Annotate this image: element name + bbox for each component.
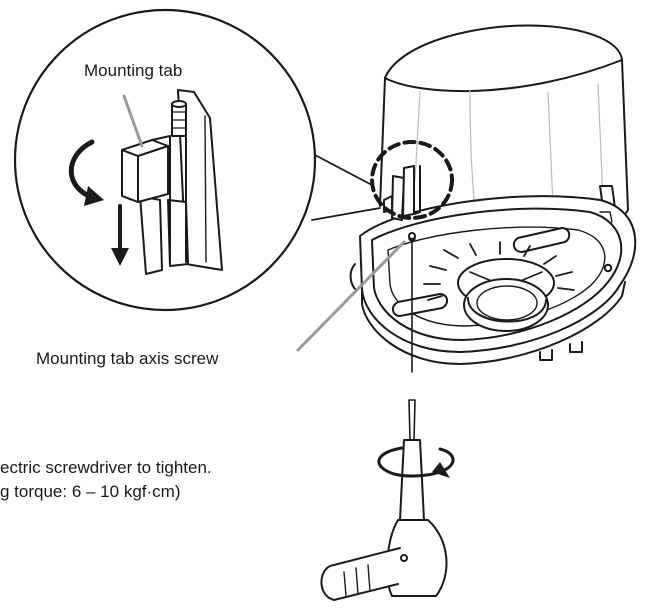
axis-screw-label: Mounting tab axis screw xyxy=(36,349,219,368)
mounting-tab-label: Mounting tab xyxy=(84,61,183,80)
down-arrow-icon xyxy=(111,204,129,266)
rotate-arrow-icon xyxy=(68,139,104,206)
highlight-dashed-circle xyxy=(370,140,454,220)
axis-screw-leader xyxy=(296,240,406,352)
axis-screw xyxy=(408,232,416,240)
torque-text: g torque: 6 – 10 kgf·cm) xyxy=(0,482,181,501)
screwdriver xyxy=(320,239,448,601)
center-knob xyxy=(423,241,575,332)
speaker-enclosure xyxy=(379,24,629,223)
mounting-tab-leader xyxy=(122,94,144,148)
mounting-tab-detail xyxy=(121,89,223,275)
instruction-text: ectric screwdriver to tighten. xyxy=(0,458,212,477)
rotate-tighten-icon xyxy=(377,446,455,478)
